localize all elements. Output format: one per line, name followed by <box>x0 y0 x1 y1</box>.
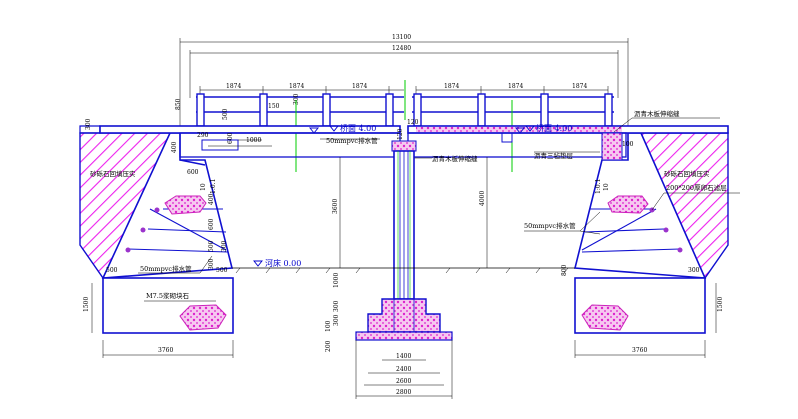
dim-10-left: 10 <box>200 183 207 191</box>
dim-cap-left: 120 <box>407 119 419 126</box>
dim-sidewalk-drop: 500 <box>222 108 229 120</box>
label-asphalt-joint-center: 沥青木板伸缩缝 <box>432 154 478 163</box>
dim-footing-d: 200 <box>325 340 332 352</box>
dim-total-width: 13100 <box>392 34 411 41</box>
dim-beam-width: 290 <box>197 132 209 139</box>
pier-width-dims: 1400 2400 2600 2800 <box>355 340 453 399</box>
dim-pier-w4: 2800 <box>396 389 411 396</box>
dim-base-right-h: 800 <box>561 264 568 276</box>
dim-rail-5: 1874 <box>508 83 523 90</box>
dim-toe-right: 300 <box>688 267 700 274</box>
dim-beam-length: 1000 <box>246 137 261 144</box>
label-backfill-left: 砂砾石回填压实 <box>90 169 136 178</box>
dim-pier-height: 1000 <box>333 273 340 288</box>
label-drain-pipe-left: 50mmpvc排水管 <box>140 264 192 273</box>
deck <box>79 125 729 161</box>
foundation-left <box>102 277 234 334</box>
dim-rail-3: 1874 <box>352 83 367 90</box>
dim-span-width: 12480 <box>392 45 411 52</box>
asphalt-layer-strip <box>416 127 622 132</box>
center-pier <box>355 140 453 341</box>
dim-10-right: 10 <box>603 183 610 191</box>
dim-left-cap: 400 <box>171 141 178 153</box>
riverbed: 河床 0.00 <box>232 258 575 274</box>
dim-cap-edge: 300 <box>85 118 92 130</box>
foundation-right <box>574 277 706 334</box>
label-asphalt-joint-right: 沥青木板伸缩缝 <box>634 109 680 118</box>
level-deck-right: 桥面 4.00 <box>536 123 572 133</box>
dim-base-left-h: 500 <box>216 267 228 274</box>
dim-wall-e: 300 <box>208 258 215 270</box>
level-deck-left: 桥面 4.00 <box>340 123 376 133</box>
deck-level-left: 桥面 4.00 <box>329 123 376 133</box>
dim-wall-d: 300 <box>221 240 228 252</box>
rail-spacing-ticks <box>199 86 609 94</box>
dim-base-width-right: 3760 <box>632 347 647 354</box>
label-masonry: M7.5浆砌块石 <box>146 291 189 300</box>
dim-rail-height: 850 <box>175 98 182 110</box>
railing-posts <box>196 93 613 127</box>
dim-rail-6: 1874 <box>572 83 587 90</box>
dim-pier-w2: 2400 <box>396 366 411 373</box>
label-backfill-right: 砂砾石回填压实 <box>664 169 710 178</box>
dim-bay-right: 4000 <box>479 191 486 206</box>
dim-post-gap: 150 <box>268 103 280 110</box>
dim-wall-b: 600 <box>208 218 215 230</box>
slope-right: 1:0.1 <box>595 179 602 194</box>
dim-bay-left: 3600 <box>332 199 339 214</box>
level-riverbed: 河床 0.00 <box>265 258 301 268</box>
dim-abut-top-right: 100 <box>622 141 634 148</box>
label-asphalt-layer: 沥青三毡垫层 <box>534 151 574 160</box>
deck-level-right: 桥面 4.00 <box>525 123 572 133</box>
dim-pier-w3: 2600 <box>396 378 411 385</box>
railing: 850 150 300 500 <box>175 93 614 127</box>
masonry-stone-lower-right <box>581 304 629 331</box>
dim-abut-top-left: 600 <box>187 169 199 176</box>
dim-post-height: 300 <box>293 93 300 105</box>
dim-base-height-right: 1500 <box>717 297 724 312</box>
dim-rail-4: 1874 <box>444 83 459 90</box>
dim-toe-left: 500 <box>106 267 118 274</box>
dim-rail-2: 1874 <box>289 83 304 90</box>
dim-wall-c: 500 <box>208 240 215 252</box>
dim-rail-1: 1874 <box>226 83 241 90</box>
dim-beam-depth: 600 <box>227 132 234 144</box>
label-drain-pipe-right: 50mmpvc排水管 <box>524 221 576 230</box>
top-dimensions: 13100 12480 1874 1874 1874 1874 1874 187… <box>179 34 629 130</box>
dim-wall-a: 400 <box>208 193 215 205</box>
slope-left: 1:0.1 <box>210 179 217 194</box>
masonry-stone-upper-left <box>164 195 207 215</box>
dim-cap-height: 120 <box>397 128 404 140</box>
dim-base-width-left: 3760 <box>158 347 173 354</box>
dim-footing-c: 100 <box>325 320 332 332</box>
dim-pier-w1: 1400 <box>396 353 411 360</box>
label-gravel-filter: 200*200厚卵石滤层 <box>666 183 727 192</box>
dim-footing-a: 300 <box>333 300 340 312</box>
dim-base-height-left: 1500 <box>83 297 90 312</box>
dim-footing-b: 300 <box>333 314 340 326</box>
masonry-stone-lower-left <box>179 304 227 331</box>
masonry-stone-upper-right <box>607 195 649 214</box>
label-drain-pipe-top: 50mmpvc排水管 <box>326 136 378 145</box>
